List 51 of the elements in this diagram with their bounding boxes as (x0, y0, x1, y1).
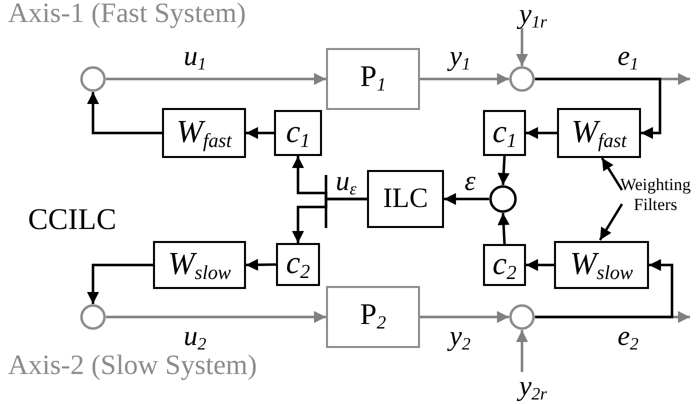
summing-junction (509, 304, 535, 330)
arrow (498, 156, 510, 186)
transfer-block: c$_{1}$ (274, 110, 322, 156)
leader-arrow (600, 157, 624, 191)
transfer-block: c$_{2}$ (483, 244, 526, 286)
leader-arrow (598, 203, 624, 241)
signal-label: y$_{2}$ (449, 323, 471, 353)
arrow (87, 92, 162, 134)
signal-label: y$_{1}$ (449, 43, 471, 73)
summing-junction (80, 304, 106, 330)
annotation-text: Weighting Filters (614, 172, 697, 218)
ilc-block: ILC (367, 170, 444, 228)
axis-label: Axis-2 (Slow System) (8, 352, 257, 380)
summing-junction (509, 66, 535, 92)
signal-label: u$_{ε}$ (336, 168, 356, 198)
transfer-block: W$_{slow}$ (153, 241, 246, 289)
signal-label: u$_{2}$ (184, 323, 206, 353)
arrow (246, 127, 274, 139)
arrow (444, 193, 489, 205)
summing-junction (489, 185, 517, 213)
arrow (106, 73, 326, 85)
signal-label: u$_{1}$ (184, 43, 206, 73)
summing-junction (80, 66, 106, 92)
transfer-block: P$_{1}$ (326, 48, 420, 110)
arrow (535, 259, 674, 318)
arrow (498, 212, 510, 244)
arrow (292, 198, 367, 243)
arrow (106, 311, 326, 323)
axis-label: Axis-1 (Fast System) (8, 0, 246, 28)
arrow (246, 258, 276, 271)
signal-label: y$_{1r}$ (519, 1, 547, 31)
signal-label: e$_{1}$ (617, 43, 639, 73)
signal-arrow (516, 330, 528, 372)
signal-label: ε (464, 168, 476, 196)
arrow (526, 259, 554, 271)
signal-label: e$_{2}$ (617, 323, 639, 353)
arrow (420, 311, 509, 323)
signal-label: y$_{2r}$ (519, 373, 547, 403)
transfer-block: W$_{fast}$ (162, 108, 246, 158)
arrow (535, 78, 662, 139)
arrow (526, 127, 557, 139)
transfer-block: c$_{2}$ (276, 243, 320, 286)
transfer-block: c$_{1}$ (483, 110, 526, 156)
transfer-block: W$_{fast}$ (557, 108, 641, 158)
transfer-block: P$_{2}$ (326, 286, 420, 348)
arrow (420, 73, 509, 85)
transfer-block: W$_{slow}$ (554, 241, 649, 289)
branch-line (324, 175, 328, 228)
arrow (87, 264, 153, 304)
signal-arrow (516, 28, 528, 66)
diagram-label: CCILC (28, 205, 116, 235)
